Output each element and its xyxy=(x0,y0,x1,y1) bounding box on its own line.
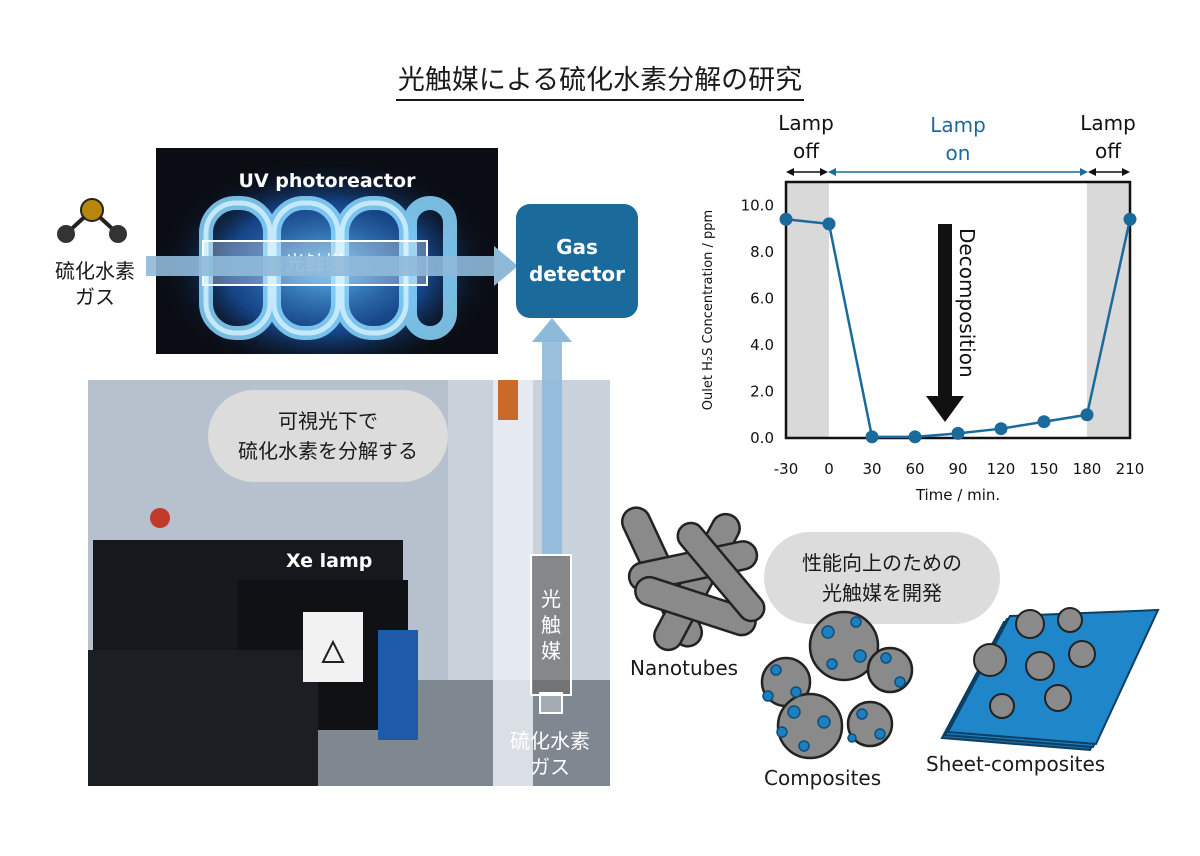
chart-x-tick-label-3: 60 xyxy=(905,460,924,478)
chart-x-tick-label-4: 90 xyxy=(948,460,967,478)
xe-lamp-label: Xe lamp xyxy=(286,550,373,572)
chart-data-point-8 xyxy=(1123,212,1137,226)
development-bubble-line1: 性能向上のための xyxy=(802,551,962,575)
phase-arrows xyxy=(786,168,1130,176)
gas-detector-line2: detector xyxy=(528,262,626,286)
decomposition-arrow-head xyxy=(926,396,964,422)
composites-label: Composites xyxy=(764,766,882,790)
phase-label-off-end-line1: Lamp xyxy=(1080,111,1136,135)
chart-data-point-5 xyxy=(994,422,1008,436)
chart-x-tick-label-7: 180 xyxy=(1073,460,1102,478)
gas-flow-arrow xyxy=(146,246,518,286)
catalyst-char-1: 光 xyxy=(541,587,561,611)
chart-x-axis-label: Time / min. xyxy=(915,486,1000,504)
chart-x-tick-label-0: -30 xyxy=(774,460,799,478)
gas-detector-box: Gas detector xyxy=(516,204,638,318)
chart-data-point-7 xyxy=(1080,408,1094,422)
chart-y-tick-label-5: 10.0 xyxy=(741,196,774,214)
chart-x-tick-label-2: 30 xyxy=(862,460,881,478)
visible-light-bubble-line2: 硫化水素を分解する xyxy=(238,439,418,463)
phase-arrowhead-5 xyxy=(1088,168,1096,176)
chart-y-tick-label-1: 2.0 xyxy=(750,382,774,400)
phase-label-off-start-line1: Lamp xyxy=(778,111,834,135)
chart-data-point-1 xyxy=(822,217,836,231)
phase-label-off-end-line2: off xyxy=(1095,139,1122,163)
chart-y-tick-label-0: 0.0 xyxy=(750,429,774,447)
uv-photoreactor-label: UV photoreactor xyxy=(238,170,416,192)
gas-detector-line1: Gas xyxy=(556,235,598,259)
gas-label-bottom: 硫化水素 ガス xyxy=(476,728,624,780)
catalyst-box-inlet xyxy=(539,692,563,714)
visible-light-bubble-line1: 可視光下で xyxy=(278,409,378,433)
phase-arrowhead-3 xyxy=(828,168,836,176)
chart-y-tick-label-4: 8.0 xyxy=(750,243,774,261)
gas-label-left-line2: ガス xyxy=(75,285,115,309)
composites-illustration xyxy=(760,610,914,760)
visible-light-bubble: 可視光下で 硫化水素を分解する xyxy=(208,390,448,482)
chart-shaded-region-1 xyxy=(1087,182,1130,438)
chart-y-axis-label: Oulet H₂S Concentration / ppm xyxy=(701,210,716,410)
gas-label-left-line1: 硫化水素 xyxy=(55,259,135,283)
catalyst-char-2: 触 xyxy=(541,613,561,637)
development-bubble: 性能向上のための 光触媒を開発 xyxy=(764,532,1000,624)
sheet-composites-label: Sheet-composites xyxy=(926,752,1106,776)
page-title-text: 光触媒による硫化水素分解の研究 xyxy=(395,65,805,101)
phase-label-on-line2: on xyxy=(946,141,971,165)
page-title: 光触媒による硫化水素分解の研究 xyxy=(0,58,1200,101)
nanotubes-illustration xyxy=(620,506,766,652)
phase-arrowhead-6 xyxy=(1122,168,1130,176)
chart-x-tick-label-6: 150 xyxy=(1030,460,1059,478)
catalyst-char-3: 媒 xyxy=(541,639,561,663)
chart-data-point-0 xyxy=(779,212,793,226)
decomposition-label: Decomposition xyxy=(955,228,979,378)
chart-shaded-region-0 xyxy=(786,182,829,438)
molecule-icon xyxy=(57,198,127,243)
vertical-flow-arrow xyxy=(532,318,572,558)
chart-x-tick-label-5: 120 xyxy=(987,460,1016,478)
nanotubes-label: Nanotubes xyxy=(630,656,739,680)
chart-data-point-4 xyxy=(951,426,965,440)
phase-label-on-line1: Lamp xyxy=(930,113,986,137)
chart-data-points xyxy=(779,212,1137,444)
chart-phase-labels: Lamp off Lamp on Lamp off xyxy=(778,111,1136,165)
xe-lamp-photo: Xe lamp 可視光下で 硫化水素を分解する xyxy=(88,380,610,786)
chart-y-tick-label-2: 4.0 xyxy=(750,336,774,354)
h2s-concentration-chart: 0.0 2.0 4.0 6.0 8.0 10.0 -30 0 30 60 90 120 150 180 2… xyxy=(701,111,1145,504)
phase-label-off-start-line2: off xyxy=(793,139,820,163)
phase-arrowhead-4 xyxy=(1080,168,1088,176)
chart-data-point-3 xyxy=(908,430,922,444)
phase-arrowhead-1 xyxy=(786,168,794,176)
phase-arrowhead-2 xyxy=(820,168,828,176)
chart-shaded-regions xyxy=(786,182,1130,438)
gas-label-bottom-line1: 硫化水素 xyxy=(510,729,590,753)
chart-y-ticks: 0.0 2.0 4.0 6.0 8.0 10.0 xyxy=(741,196,774,447)
gas-label-left: 硫化水素 ガス xyxy=(40,258,150,310)
chart-x-ticks: -30 0 30 60 90 120 150 180 210 xyxy=(774,460,1145,478)
catalyst-box-vertical: 光 触 媒 xyxy=(530,554,572,696)
chart-y-tick-label-3: 6.0 xyxy=(750,289,774,307)
chart-x-tick-label-8: 210 xyxy=(1116,460,1145,478)
chart-data-point-6 xyxy=(1037,415,1051,429)
chart-x-tick-label-1: 0 xyxy=(824,460,834,478)
development-bubble-line2: 光触媒を開発 xyxy=(822,581,942,605)
gas-label-bottom-line2: ガス xyxy=(530,755,570,779)
sheet-composites-illustration xyxy=(940,607,1160,752)
chart-data-point-2 xyxy=(865,430,879,444)
decomposition-arrow-shaft xyxy=(938,224,952,400)
